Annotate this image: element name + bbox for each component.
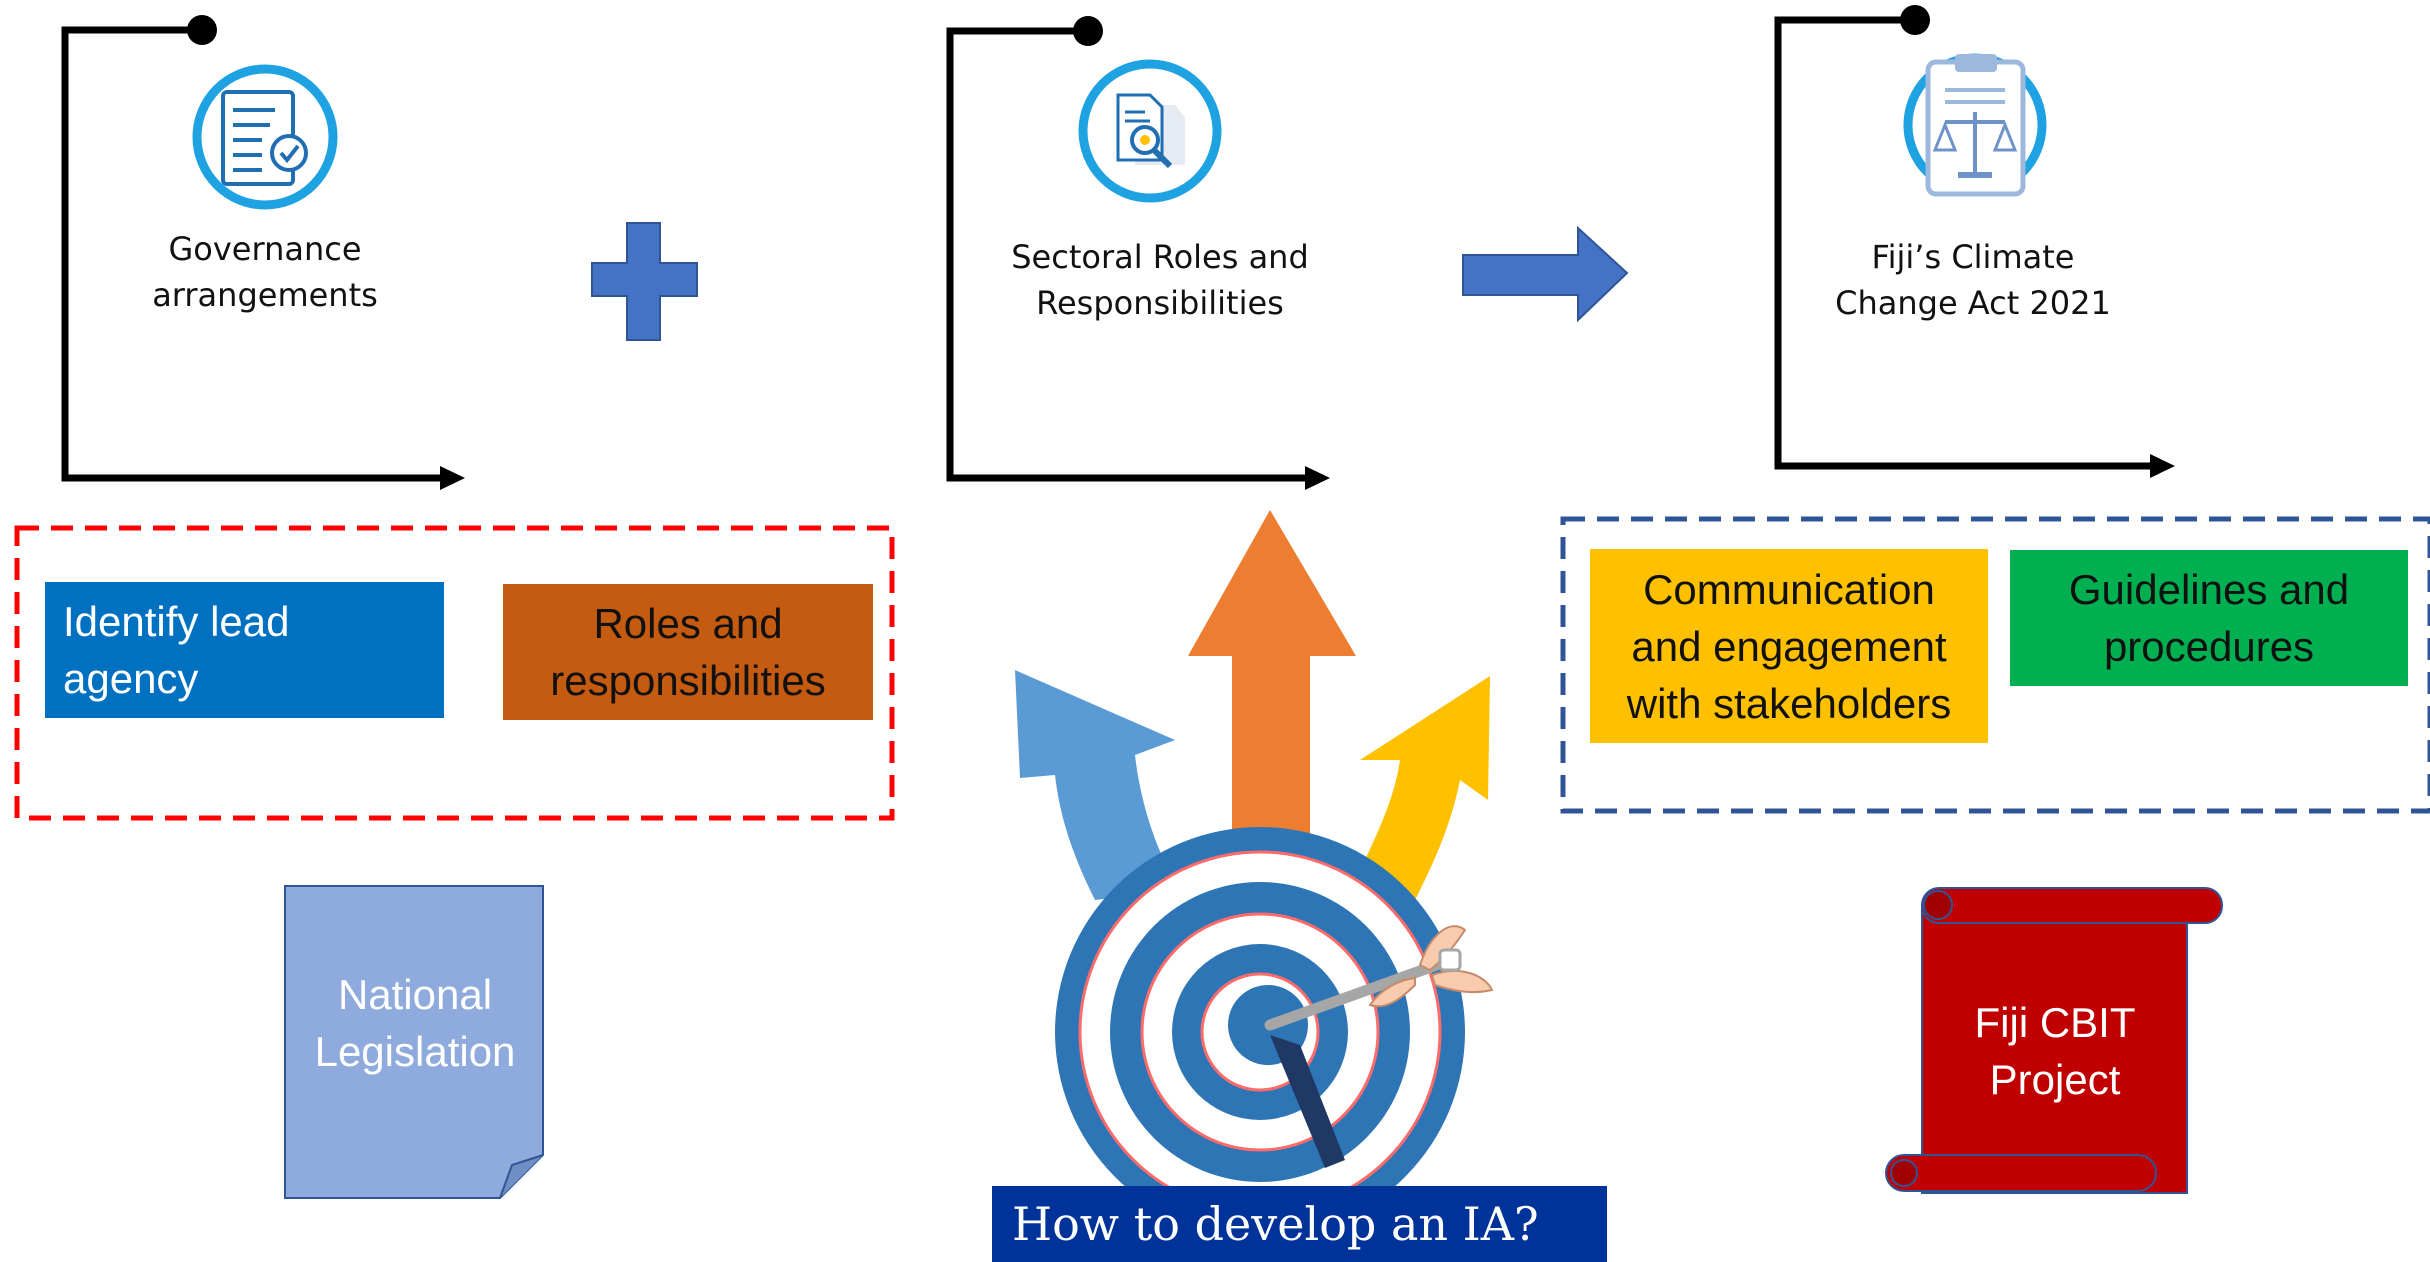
step-frame-governance — [61, 15, 465, 490]
yellow-curved-arrow — [1355, 676, 1490, 900]
target-arrows-icon — [1015, 510, 1494, 1237]
left-group-border — [14, 525, 895, 821]
document-search-icon — [1078, 59, 1222, 203]
identify-lead-agency-box: Identify lead agency — [45, 582, 444, 718]
step-label-governance: Governance arrangements — [152, 230, 378, 314]
guidelines-procedures-box: Guidelines and procedures — [2010, 550, 2408, 686]
blue-curved-arrow — [1015, 670, 1180, 900]
orange-up-arrow — [1188, 510, 1356, 880]
communication-engagement-box: Communication and engagement with stakeh… — [1590, 549, 1988, 743]
plus-icon — [591, 222, 698, 341]
how-to-develop-banner: How to develop an IA? — [1012, 1197, 1539, 1251]
checklist-document-icon — [192, 64, 338, 210]
step-frame-act — [1774, 5, 2175, 478]
step-label-act: Fiji’s Climate Change Act 2021 — [1835, 238, 2111, 322]
step-label-sectoral: Sectoral Roles and Responsibilities — [1011, 238, 1309, 322]
law-scales-clipboard-icon — [1903, 53, 2047, 197]
right-arrow-icon — [1462, 225, 1629, 323]
banner-background — [992, 1186, 1607, 1262]
step-frame-sectoral — [946, 16, 1330, 490]
cbit-project-label: Fiji CBIT Project — [1974, 999, 2136, 1103]
national-legislation-label: National Legislation — [314, 971, 516, 1075]
cbit-scroll-shape — [1885, 887, 2223, 1194]
roles-responsibilities-box: Roles and responsibilities — [503, 584, 873, 720]
